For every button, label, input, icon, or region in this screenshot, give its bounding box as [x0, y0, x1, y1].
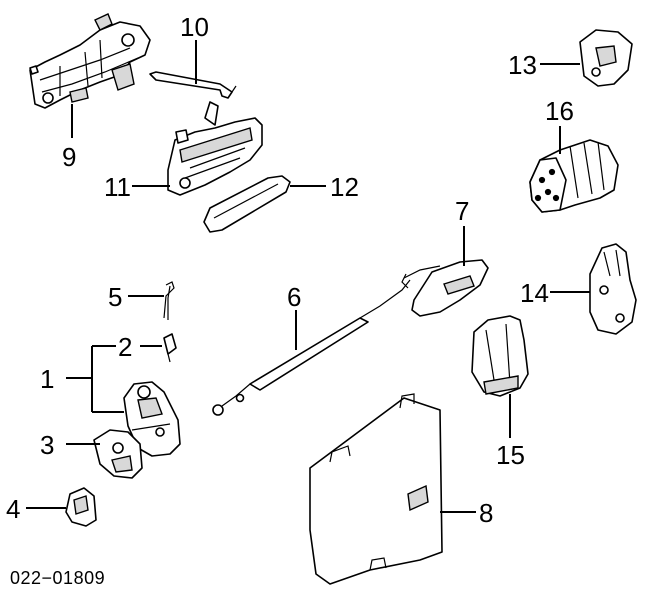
- part-5-rod: [163, 281, 175, 320]
- part-16-grommet: [529, 139, 619, 213]
- part-8-trim-panel: [309, 393, 443, 585]
- callout-11: 11: [104, 172, 131, 202]
- callout-1: 1: [40, 364, 54, 394]
- leader-1: [66, 345, 124, 413]
- part-12-handle-cover: [203, 175, 291, 233]
- callout-4: 4: [6, 494, 20, 524]
- callout-8: 8: [479, 498, 493, 528]
- callout-10: 10: [180, 12, 209, 42]
- part-14-bracket: [589, 243, 637, 335]
- document-number: 022−01809: [10, 568, 105, 588]
- callout-5: 5: [108, 282, 122, 312]
- part-2-clip: [163, 333, 177, 363]
- part-7-inside-handle: [401, 259, 489, 317]
- leader-lines: [26, 40, 590, 513]
- callout-2: 2: [118, 332, 132, 362]
- callout-13: 13: [508, 50, 537, 80]
- callout-12: 12: [330, 172, 359, 202]
- part-9-lock-mechanism: [29, 13, 151, 109]
- callout-6: 6: [287, 282, 301, 312]
- callout-7: 7: [455, 196, 469, 226]
- part-15-bracket: [471, 315, 529, 397]
- part-1-latch: [123, 381, 181, 457]
- part-6-cable: [212, 279, 411, 416]
- callout-3: 3: [40, 430, 54, 460]
- callout-15: 15: [496, 440, 525, 470]
- callout-9: 9: [62, 142, 76, 172]
- part-10-rod: [149, 71, 237, 99]
- callout-16: 16: [545, 96, 574, 126]
- part-11-handle-frame: [167, 101, 263, 196]
- part-13-bracket: [579, 29, 633, 87]
- part-4-striker: [65, 487, 97, 527]
- callout-14: 14: [520, 278, 549, 308]
- part-3-latch-plate: [93, 429, 143, 479]
